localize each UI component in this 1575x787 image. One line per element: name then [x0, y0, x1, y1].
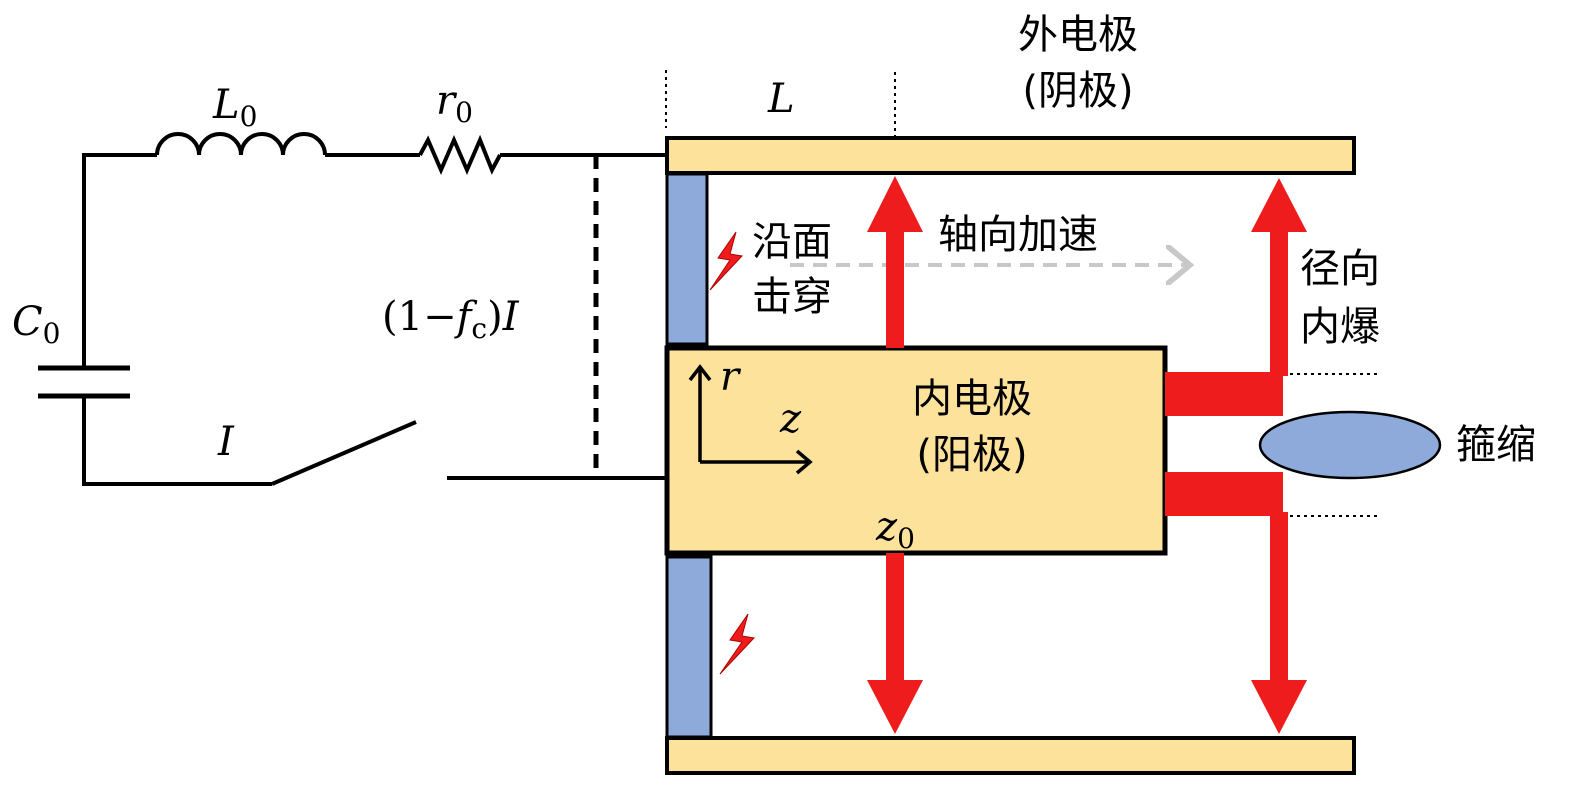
lightning-icon — [719, 613, 756, 675]
plasma-sheath-top — [1165, 372, 1283, 416]
inductor-label: L0 — [212, 82, 257, 133]
outer-electrode-top — [665, 136, 1356, 175]
resistor-zigzag — [418, 134, 502, 176]
red-arrows — [867, 176, 1307, 734]
pinch-boundary-lines — [1290, 373, 1380, 517]
radial-implosion-label: 径向 — [1300, 246, 1380, 292]
coordinate-axes — [688, 364, 813, 475]
inner-electrode-label-paren: (阳极) — [916, 432, 1027, 478]
pinch-ellipse — [1258, 410, 1442, 480]
insulator-top — [665, 172, 709, 346]
shunt-current-label: (1−fc)I — [382, 294, 520, 345]
z0-label: z0 — [875, 504, 915, 555]
capacitor-label: C0 — [12, 299, 60, 350]
length-label: L — [767, 76, 795, 122]
outer-electrode-label-paren: (阴极) — [1022, 68, 1133, 114]
radial-implosion-label-2: 内爆 — [1300, 304, 1380, 350]
radial-arrow-down-shaft — [1270, 512, 1288, 684]
pinch-label: 箍缩 — [1456, 422, 1536, 468]
plasma-sheath-bottom — [1165, 472, 1283, 516]
outer-electrode-label: 外电极 — [1018, 12, 1138, 58]
resistor-label: r0 — [436, 78, 473, 129]
surface-breakdown-label: 沿面 — [752, 219, 832, 265]
force-arrow-down-head — [867, 680, 923, 734]
radial-arrow-up-shaft — [1270, 228, 1288, 376]
insulator-bottom — [665, 555, 713, 739]
length-marker-lines — [665, 70, 896, 142]
force-arrow-up-shaft — [886, 228, 904, 348]
current-label: I — [217, 419, 235, 465]
inductor-coil — [155, 132, 327, 156]
force-arrow-down-shaft — [886, 553, 904, 685]
lightning-icon — [709, 231, 744, 291]
force-arrow-up-head — [867, 176, 923, 232]
radial-arrow-down-head — [1251, 680, 1307, 734]
radial-arrow-up-head — [1251, 178, 1307, 232]
capacitor-plates — [38, 365, 130, 399]
inner-electrode — [664, 345, 1168, 556]
axis-z-label: z — [779, 396, 802, 442]
axial-acceleration-label: 轴向加速 — [938, 212, 1098, 258]
outer-electrode-bottom — [665, 736, 1356, 775]
circuit-wiring — [82, 153, 668, 486]
switch-lever — [271, 420, 417, 486]
inner-electrode-label: 内电极 — [912, 376, 1032, 422]
surface-breakdown-label-2: 击穿 — [752, 274, 832, 320]
axis-r-label: r — [720, 354, 742, 400]
